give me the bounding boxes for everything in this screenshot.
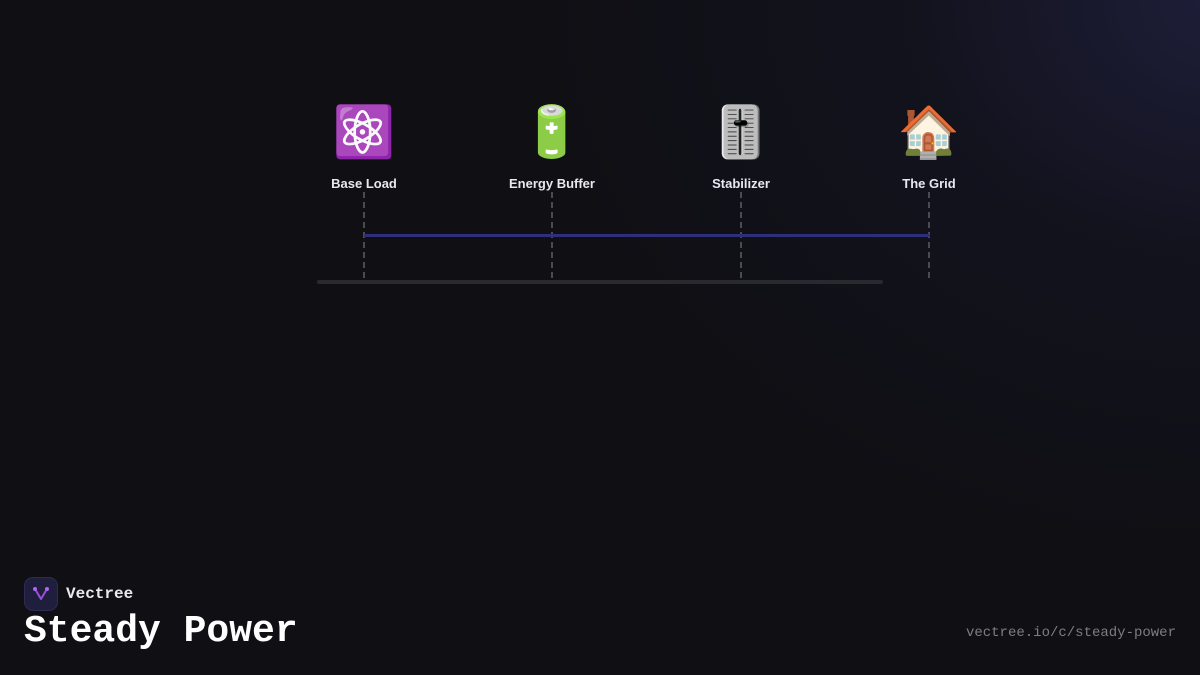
node-base-load: ⚛️ Base Load	[284, 100, 444, 191]
house-icon: 🏠	[897, 103, 961, 161]
node-label: Energy Buffer	[509, 176, 595, 191]
brand: Vectree	[24, 577, 133, 611]
node-label: The Grid	[902, 176, 956, 191]
node-the-grid: 🏠 The Grid	[849, 100, 1009, 191]
source-url: vectree.io/c/steady-power	[965, 625, 1176, 641]
node-energy-buffer: 🔋 Energy Buffer	[472, 100, 632, 191]
atom-icon: ⚛️	[332, 103, 396, 161]
page-title: Steady Power	[24, 610, 298, 653]
vectree-logo-icon	[24, 577, 58, 611]
node-stabilizer: 🎚️ Stabilizer	[661, 100, 821, 191]
node-label: Base Load	[331, 176, 397, 191]
connection-span-line	[364, 234, 930, 237]
brand-name: Vectree	[66, 585, 134, 603]
level-slider-icon: 🎚️	[709, 103, 773, 161]
battery-icon: 🔋	[520, 103, 584, 161]
node-label: Stabilizer	[712, 176, 770, 191]
timeline-track	[317, 280, 883, 284]
